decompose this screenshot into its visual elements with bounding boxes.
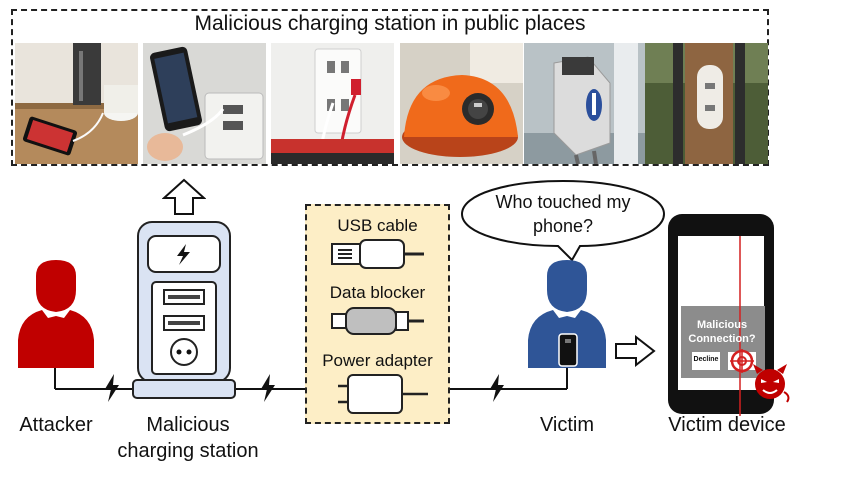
victim-device-label: Victim device xyxy=(668,414,786,436)
speech-bubble-line1: Who touched my xyxy=(495,192,631,212)
photo-cafe-table-phone-charging xyxy=(15,43,138,164)
dialog-title-line1: Malicious xyxy=(696,319,748,331)
power-adapter-icon xyxy=(338,374,428,414)
photo-orange-dome-charging-port xyxy=(400,43,523,164)
data-blocker-label: Data blocker xyxy=(329,283,426,302)
victim-figure-icon xyxy=(528,260,606,368)
victim-device-phone xyxy=(668,214,774,416)
lightning-bolt-icon xyxy=(105,374,119,402)
station-label-line2: charging station xyxy=(117,440,259,462)
devil-icon xyxy=(753,364,790,403)
power-adapter-label: Power adapter xyxy=(322,351,433,370)
speech-bubble xyxy=(460,180,666,262)
dialog-title-line2: Connection? xyxy=(688,333,756,345)
lightning-bolt-icon xyxy=(261,374,275,402)
decline-button[interactable]: Decline xyxy=(693,356,719,363)
usb-cable-icon xyxy=(331,239,424,269)
data-blocker-icon xyxy=(331,307,424,335)
charging-station-icon xyxy=(132,221,236,399)
right-arrow-icon xyxy=(615,335,656,367)
station-label-line1: Malicious xyxy=(146,414,230,436)
speech-bubble-line2: phone? xyxy=(532,216,594,236)
up-arrow-icon xyxy=(162,178,206,215)
photo-pole-mounted-charging-unit xyxy=(524,43,647,164)
photo-white-wall-outlet-usb xyxy=(271,43,394,164)
usb-cable-label: USB cable xyxy=(337,216,418,235)
lightning-bolt-icon xyxy=(490,374,504,402)
attacker-figure-icon xyxy=(18,260,94,368)
photo-wall-socket-usb-charging xyxy=(143,43,266,164)
photo-wooden-post-charging-port xyxy=(645,43,768,164)
victim-label: Victim xyxy=(539,414,595,436)
panel-title: Malicious charging station in public pla… xyxy=(194,12,586,35)
attacker-label: Attacker xyxy=(19,414,93,436)
public-places-panel xyxy=(11,9,769,166)
